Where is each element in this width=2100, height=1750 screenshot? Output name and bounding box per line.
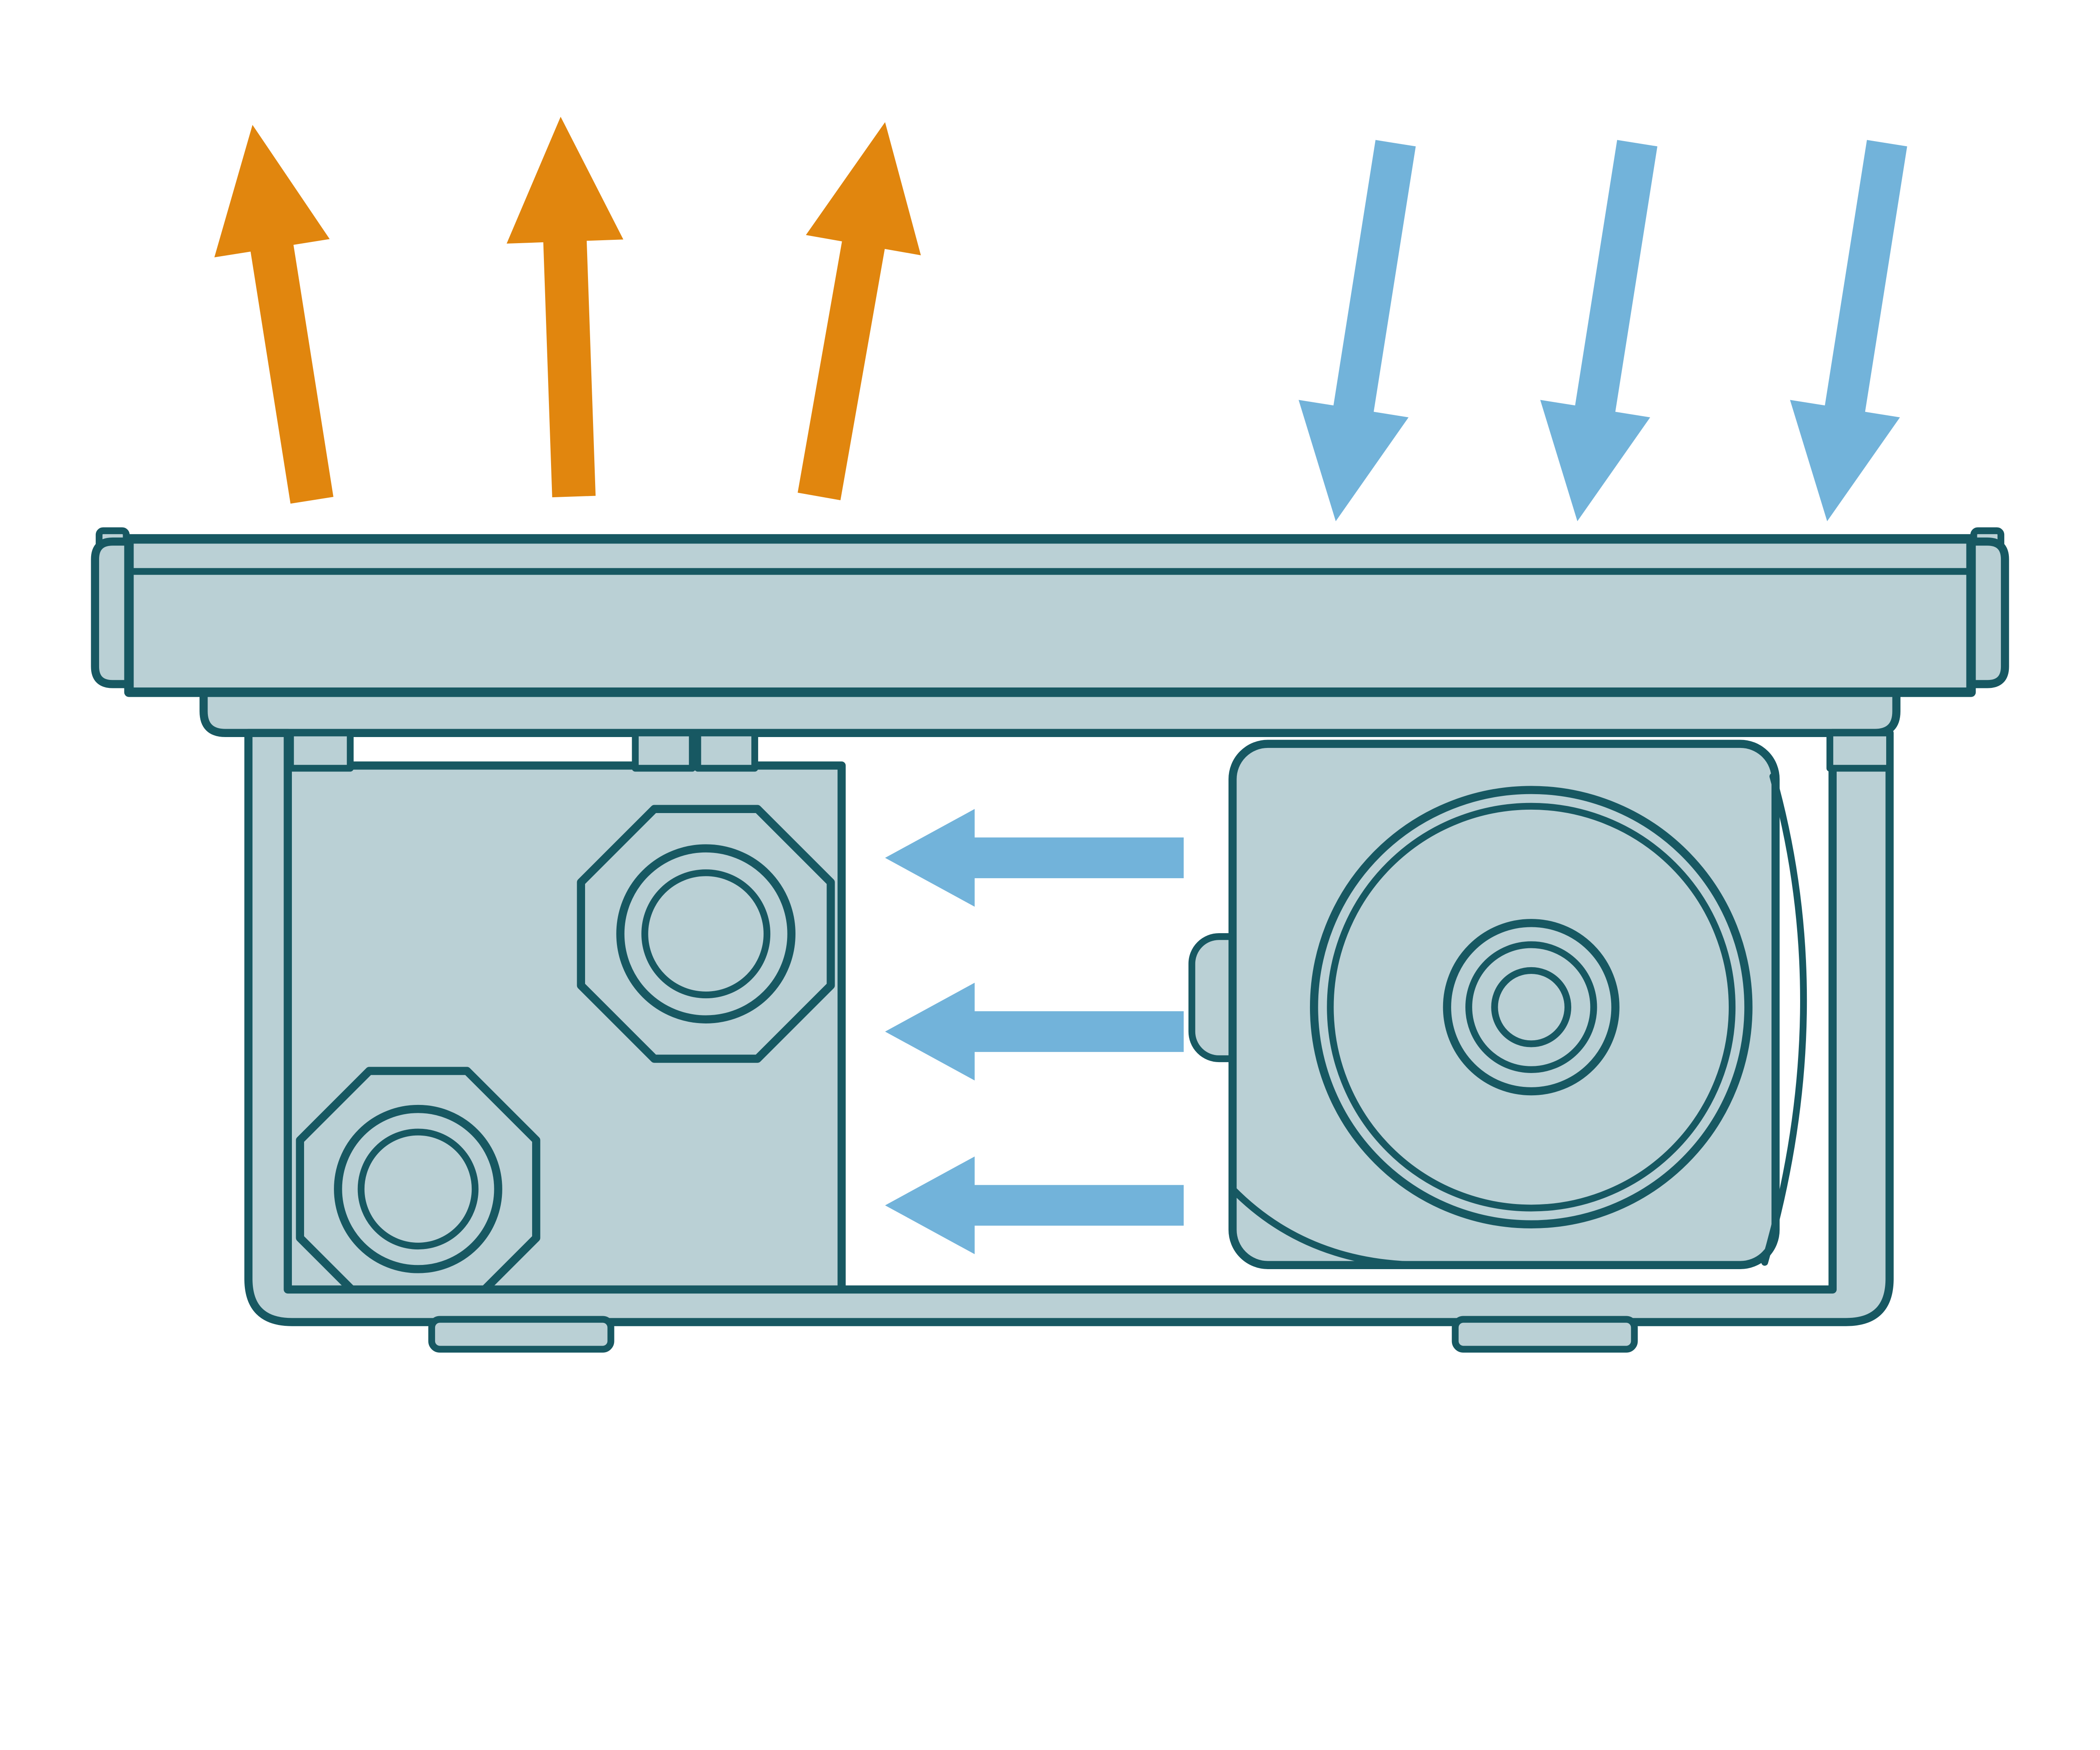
internal-flow-left-arrow xyxy=(885,809,1184,907)
top-grille-plate xyxy=(124,534,1976,697)
internal-flow-left-arrow xyxy=(885,983,1184,1081)
cool-air-intake-arrows xyxy=(1298,140,1907,522)
fan-scroll-cutoff-line xyxy=(1229,1186,1423,1269)
mounting-tabs xyxy=(287,729,1893,772)
mounting-tab xyxy=(694,729,759,772)
pipe-fitting-lower-inner-ring xyxy=(357,1128,479,1250)
fan-hub-inner-ring xyxy=(1491,967,1572,1047)
mounting-tab xyxy=(287,729,354,772)
heat-exchanger-unit xyxy=(284,761,846,1312)
fan-second-ring xyxy=(1327,803,1736,1212)
casing-channel xyxy=(244,729,1894,1326)
diagram-stage xyxy=(91,116,2009,1353)
warm-air-arrows xyxy=(214,116,921,504)
fan-hub-outer-ring xyxy=(1443,919,1620,1096)
end-cap-right xyxy=(1964,537,2009,688)
foot-left xyxy=(428,1316,614,1353)
pipe-fitting-upper-inner-ring xyxy=(641,869,771,999)
warm-air-up-arrow xyxy=(798,122,921,501)
warm-air-up-arrow xyxy=(507,116,624,498)
pipe-fitting-lower xyxy=(296,1067,541,1312)
mounting-tab xyxy=(1826,729,1893,772)
warm-air-up-arrow xyxy=(214,125,333,504)
foot-right xyxy=(1452,1316,1638,1353)
fan-outer-ring xyxy=(1310,786,1753,1229)
mounting-tab xyxy=(632,729,696,772)
cool-air-down-arrow xyxy=(1790,140,1907,522)
tangential-fan-unit xyxy=(1188,740,1807,1269)
fan-volute-line xyxy=(1761,773,1807,1266)
cool-air-down-arrow xyxy=(1298,140,1416,522)
pipe-fitting-upper xyxy=(577,805,835,1063)
internal-airflow-arrows xyxy=(885,809,1184,1254)
convector-cross-section-diagram xyxy=(91,116,2009,1353)
end-cap-left xyxy=(91,537,136,688)
internal-flow-left-arrow xyxy=(885,1156,1184,1254)
cool-air-down-arrow xyxy=(1540,140,1658,522)
fan-hub-middle-ring xyxy=(1465,941,1597,1073)
top-grille-assembly xyxy=(91,527,2009,737)
grille-lower-flange xyxy=(200,688,1900,737)
